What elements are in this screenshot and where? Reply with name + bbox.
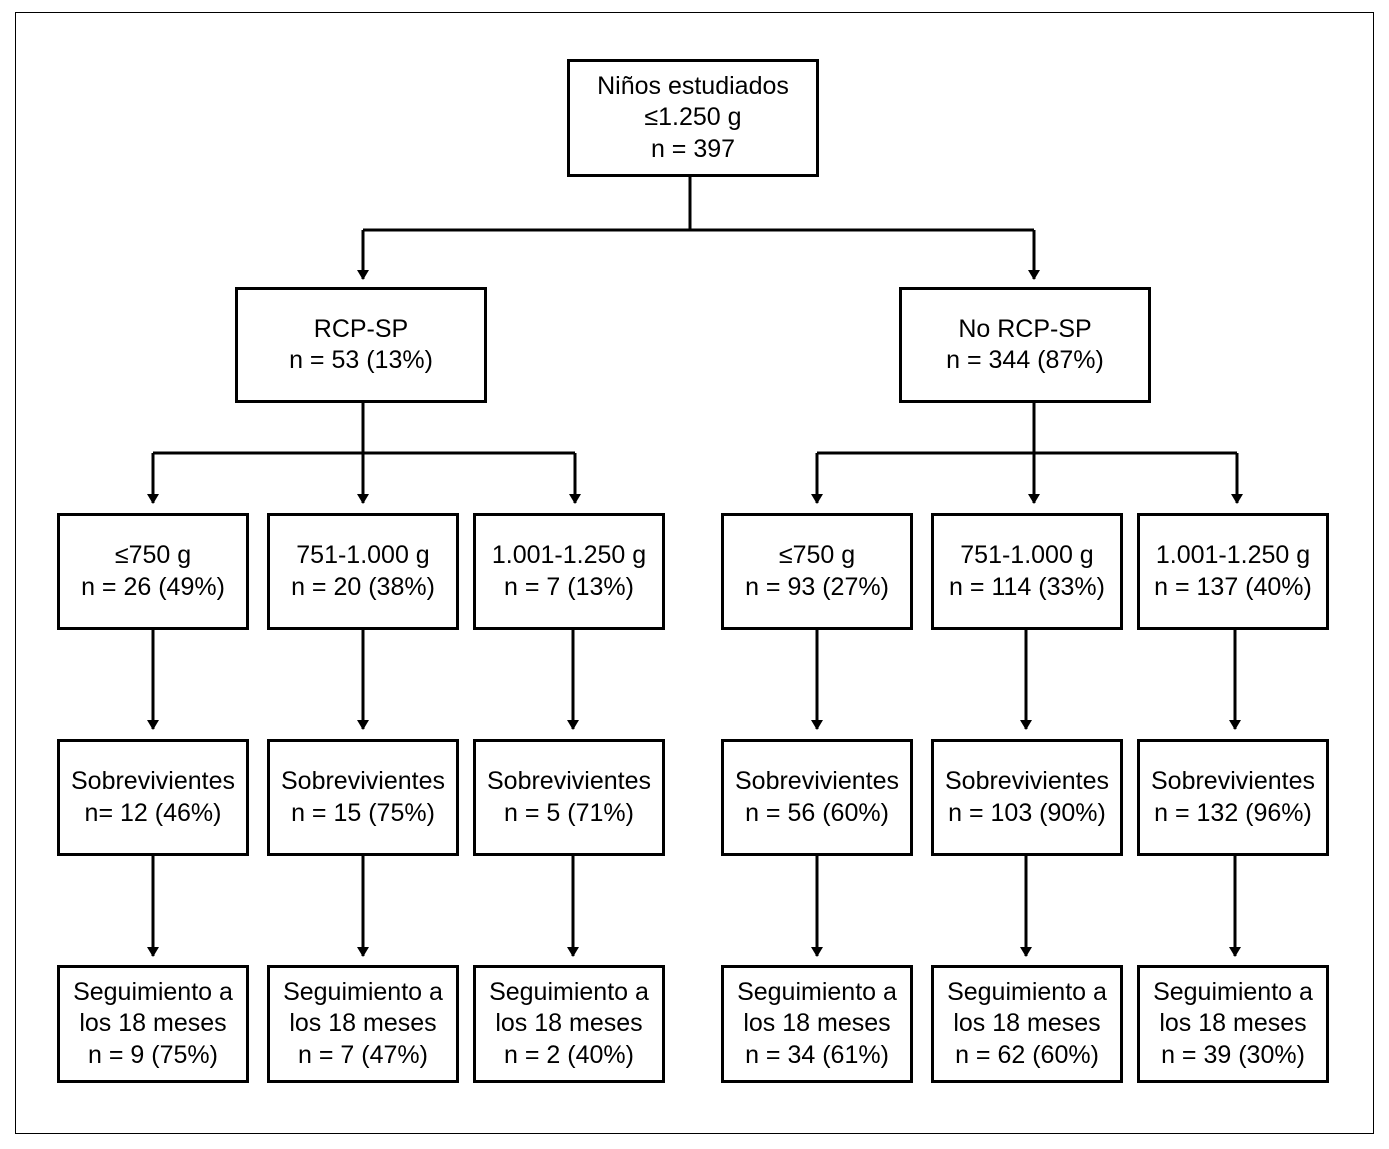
root-count: n = 397 bbox=[650, 134, 736, 163]
connector-no-rcp-split bbox=[817, 402, 1237, 455]
weight-label: ≤750 g bbox=[114, 541, 192, 569]
followup-label: Seguimiento a bbox=[489, 977, 649, 1006]
survivors-count: n = 103 (90%) bbox=[948, 798, 1106, 827]
root-title: Niños estudiados bbox=[597, 71, 789, 100]
survivors-node-1: Sobrevivientes n= 12 (46%) bbox=[57, 739, 249, 856]
root-node: Niños estudiados ≤1.250 g n = 397 bbox=[567, 59, 819, 177]
followup-label: Seguimiento a bbox=[73, 977, 233, 1006]
weight-count: n = 114 (33%) bbox=[949, 572, 1105, 601]
followup-label: Seguimiento a bbox=[1153, 977, 1313, 1006]
weight-label: 1.001-1.250 g bbox=[491, 541, 647, 569]
group-no-rcp-sp: No RCP-SP n = 344 (87%) bbox=[899, 287, 1151, 403]
weight-node-3: 1.001-1.250 g n = 7 (13%) bbox=[473, 513, 665, 630]
weight-node-4: ≤750 g n = 93 (27%) bbox=[721, 513, 913, 630]
followup-count: n = 9 (75%) bbox=[88, 1040, 218, 1069]
followup-period: los 18 meses bbox=[289, 1009, 437, 1038]
weight-node-5: 751-1.000 g n = 114 (33%) bbox=[931, 513, 1123, 630]
followup-label: Seguimiento a bbox=[947, 977, 1107, 1006]
survivors-label: Sobrevivientes bbox=[735, 767, 899, 795]
weight-label: ≤750 g bbox=[778, 541, 856, 569]
weight-node-6: 1.001-1.250 g n = 137 (40%) bbox=[1137, 513, 1329, 630]
followup-count: n = 2 (40%) bbox=[504, 1040, 634, 1069]
survivors-node-6: Sobrevivientes n = 132 (96%) bbox=[1137, 739, 1329, 856]
followup-node-2: Seguimiento a los 18 meses n = 7 (47%) bbox=[267, 965, 459, 1083]
followup-node-5: Seguimiento a los 18 meses n = 62 (60%) bbox=[931, 965, 1123, 1083]
survivors-label: Sobrevivientes bbox=[487, 767, 651, 795]
followup-count: n = 39 (30%) bbox=[1161, 1040, 1305, 1069]
group-count: n = 53 (13%) bbox=[289, 346, 433, 374]
survivors-count: n = 132 (96%) bbox=[1154, 798, 1312, 827]
followup-node-4: Seguimiento a los 18 meses n = 34 (61%) bbox=[721, 965, 913, 1083]
survivors-count: n= 12 (46%) bbox=[84, 798, 222, 827]
survivors-node-2: Sobrevivientes n = 15 (75%) bbox=[267, 739, 459, 856]
followup-period: los 18 meses bbox=[495, 1009, 643, 1038]
weight-label: 751-1.000 g bbox=[960, 541, 1094, 569]
connector-rcp-split bbox=[153, 402, 575, 455]
followup-label: Seguimiento a bbox=[283, 977, 443, 1006]
followup-count: n = 7 (47%) bbox=[298, 1040, 428, 1069]
survivors-count: n = 5 (71%) bbox=[504, 798, 634, 827]
diagram-frame bbox=[15, 12, 1374, 1134]
followup-node-3: Seguimiento a los 18 meses n = 2 (40%) bbox=[473, 965, 665, 1083]
survivors-label: Sobrevivientes bbox=[945, 767, 1109, 795]
survivors-label: Sobrevivientes bbox=[281, 767, 445, 795]
weight-node-2: 751-1.000 g n = 20 (38%) bbox=[267, 513, 459, 630]
followup-node-6: Seguimiento a los 18 meses n = 39 (30%) bbox=[1137, 965, 1329, 1083]
followup-period: los 18 meses bbox=[743, 1009, 891, 1038]
weight-count: n = 20 (38%) bbox=[291, 572, 435, 601]
weight-label: 751-1.000 g bbox=[296, 541, 430, 569]
weight-node-1: ≤750 g n = 26 (49%) bbox=[57, 513, 249, 630]
followup-count: n = 62 (60%) bbox=[955, 1040, 1099, 1069]
group-count: n = 344 (87%) bbox=[946, 346, 1104, 374]
weight-count: n = 7 (13%) bbox=[504, 572, 634, 601]
survivors-label: Sobrevivientes bbox=[71, 767, 235, 795]
weight-count: n = 137 (40%) bbox=[1154, 572, 1312, 601]
weight-count: n = 26 (49%) bbox=[81, 572, 225, 601]
weight-label: 1.001-1.250 g bbox=[1155, 541, 1311, 569]
root-weight: ≤1.250 g bbox=[644, 103, 742, 132]
survivors-node-4: Sobrevivientes n = 56 (60%) bbox=[721, 739, 913, 856]
followup-count: n = 34 (61%) bbox=[745, 1040, 889, 1069]
group-rcp-sp: RCP-SP n = 53 (13%) bbox=[235, 287, 487, 403]
group-label: No RCP-SP bbox=[958, 314, 1092, 343]
followup-period: los 18 meses bbox=[79, 1009, 227, 1038]
followup-period: los 18 meses bbox=[1159, 1009, 1307, 1038]
survivors-node-5: Sobrevivientes n = 103 (90%) bbox=[931, 739, 1123, 856]
weight-count: n = 93 (27%) bbox=[745, 572, 889, 601]
followup-node-1: Seguimiento a los 18 meses n = 9 (75%) bbox=[57, 965, 249, 1083]
survivors-node-3: Sobrevivientes n = 5 (71%) bbox=[473, 739, 665, 856]
followup-label: Seguimiento a bbox=[737, 977, 897, 1006]
survivors-count: n = 56 (60%) bbox=[745, 798, 889, 827]
group-label: RCP-SP bbox=[313, 314, 409, 343]
survivors-label: Sobrevivientes bbox=[1151, 767, 1315, 795]
survivors-count: n = 15 (75%) bbox=[291, 798, 435, 827]
connector-root-split bbox=[363, 176, 1034, 232]
followup-period: los 18 meses bbox=[953, 1009, 1101, 1038]
